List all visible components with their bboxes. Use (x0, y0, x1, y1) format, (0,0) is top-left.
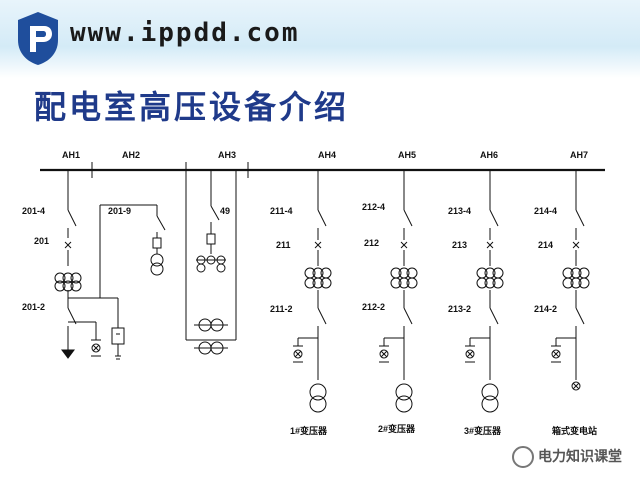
breaker-label: 212 (364, 238, 379, 248)
watermark: 电力知识课堂 (512, 446, 622, 468)
feeder-symbol (314, 241, 322, 249)
feeder-symbol (466, 350, 474, 358)
load-label: 3#变压器 (464, 425, 502, 436)
watermark-text: 电力知识课堂 (538, 449, 622, 465)
feeder-symbol (492, 277, 504, 289)
feeder-symbol (572, 241, 580, 249)
feeder-symbol (484, 277, 496, 289)
switch-label: 214-4 (534, 206, 557, 216)
feeder-symbol (552, 350, 560, 358)
feeder-symbol (575, 209, 585, 227)
load-label: 箱式变电站 (552, 425, 597, 436)
feeder-symbol (562, 277, 574, 289)
load-label: 2#变压器 (378, 423, 416, 434)
feeder-symbol (309, 395, 327, 413)
feeder-symbol (294, 350, 302, 358)
feeder-symbol (481, 395, 499, 413)
feeder-symbol (395, 383, 413, 401)
feeder-symbol (312, 277, 324, 289)
feeder-symbol (379, 349, 389, 359)
feeder-symbol (489, 307, 499, 325)
cabinet-label: AH7 (570, 150, 588, 160)
feeder-symbol (578, 277, 590, 289)
switch-label: 211-2 (270, 304, 293, 314)
switch-label: 212-2 (362, 302, 385, 312)
cabinet-label: AH4 (318, 150, 336, 160)
breaker-label: 214 (538, 240, 553, 250)
switch-label: 214-2 (534, 304, 557, 314)
cabinet-label: AH1 (62, 150, 80, 160)
site-url: www.ippdd.com (70, 18, 300, 48)
switch-label: 213-2 (448, 304, 471, 314)
switch-label: 211-4 (270, 206, 293, 216)
feeder-symbol (406, 277, 418, 289)
feeder-symbol (481, 383, 499, 401)
feeder-symbol (489, 209, 499, 227)
breaker-label: 211 (276, 240, 291, 250)
feeder-symbol (551, 349, 561, 359)
feeder-symbol (575, 307, 585, 325)
feeder-symbol (395, 395, 413, 413)
feeder-symbol (293, 349, 303, 359)
single-line-diagram: AH1 AH2 AH3 AH4 AH5 AH6 AH7 201-4 201 20… (22, 150, 605, 436)
switch-label: 49 (220, 206, 230, 216)
switch-label: 201-4 (22, 206, 45, 216)
feeder-symbol (304, 277, 316, 289)
switch-label: 212-4 (362, 202, 385, 212)
feeder-symbol (486, 241, 494, 249)
feeder-symbol (398, 277, 410, 289)
feeder-symbol (403, 307, 413, 325)
cabinet-label: AH6 (480, 150, 498, 160)
feeder-symbol (320, 277, 332, 289)
breaker-label: 201 (34, 236, 49, 246)
page-title: 配电室高压设备介绍 (34, 88, 350, 126)
logo-icon (18, 12, 58, 65)
feeder-symbol (380, 350, 388, 358)
feeder-symbol (309, 383, 327, 401)
cabinet-label: AH3 (218, 150, 236, 160)
switch-label: 201-2 (22, 302, 45, 312)
breaker-label: 213 (452, 240, 467, 250)
switch-label: 213-4 (448, 206, 471, 216)
header-banner: www.ippdd.com (0, 0, 640, 78)
feeder-symbol (571, 381, 581, 391)
feeder-symbol (570, 277, 582, 289)
wechat-icon (512, 446, 534, 468)
feeder-symbol (317, 307, 327, 325)
switch-label: 201-9 (108, 206, 131, 216)
feeder-symbol (465, 349, 475, 359)
feeder-symbol (403, 209, 413, 227)
feeder-symbol (400, 241, 408, 249)
feeder-symbol (317, 209, 327, 227)
feeder-symbol (572, 382, 580, 390)
feeder-symbol (390, 277, 402, 289)
feeder-symbol (476, 277, 488, 289)
cabinet-label: AH5 (398, 150, 416, 160)
load-label: 1#变压器 (290, 425, 328, 436)
cabinet-label: AH2 (122, 150, 140, 160)
